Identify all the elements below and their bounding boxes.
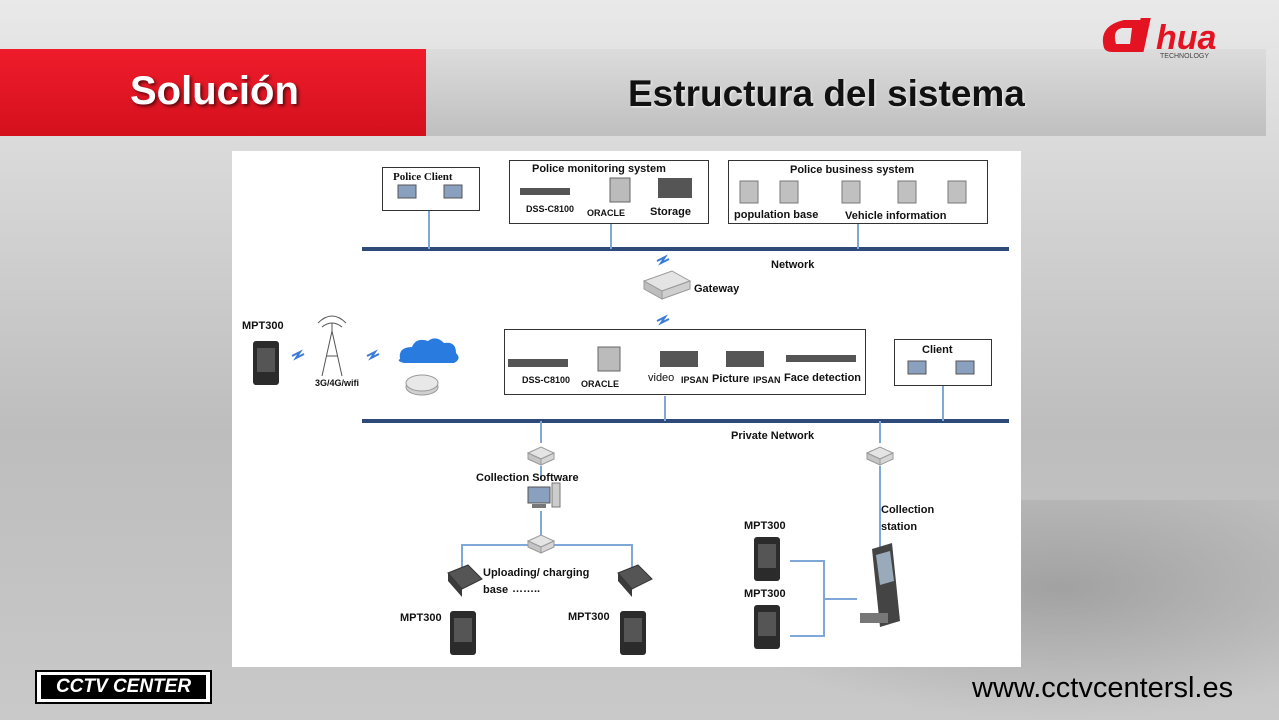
title-banner: Estructura del sistema bbox=[426, 49, 1266, 136]
client-label: Client bbox=[922, 344, 953, 356]
switch-icon-left bbox=[526, 446, 556, 466]
uploading-label-1: Uploading/ charging bbox=[483, 567, 590, 579]
mpt300-right-top-label: MPT300 bbox=[744, 520, 786, 532]
router-icon bbox=[405, 374, 439, 396]
mpt300-left-label: MPT300 bbox=[242, 320, 284, 332]
ipsan-1-label: IPSAN bbox=[681, 375, 709, 385]
svg-text:hua: hua bbox=[1156, 19, 1216, 57]
pc-icons-client bbox=[907, 360, 975, 375]
server-icons-monitoring bbox=[520, 177, 692, 203]
monitoring-label: Police monitoring system bbox=[532, 163, 666, 175]
charging-base-icon-right bbox=[617, 564, 653, 597]
kiosk-icon bbox=[860, 543, 900, 627]
charging-base-icon-left bbox=[447, 564, 483, 597]
gateway-label: Gateway bbox=[694, 283, 740, 295]
police-client-box bbox=[382, 167, 480, 211]
switch-icon-right bbox=[865, 446, 895, 466]
tower-label: 3G/4G/wifi bbox=[315, 378, 360, 388]
police-business-box bbox=[728, 160, 988, 224]
police-monitoring-box bbox=[509, 160, 709, 224]
collection-station-label-2: station bbox=[881, 521, 918, 533]
website-url: www.cctvcentersl.es bbox=[972, 672, 1234, 704]
uploading-label-2: base bbox=[483, 584, 509, 596]
private-network-label: Private Network bbox=[731, 430, 815, 442]
cctv-center-badge: CCTV CENTER bbox=[35, 670, 212, 704]
section-label: Solución bbox=[130, 69, 299, 113]
phone-icon-left bbox=[253, 341, 279, 385]
oracle-mid-label: ORACLE bbox=[581, 379, 619, 389]
picture-label: Picture bbox=[712, 373, 750, 385]
server-icons-private bbox=[508, 346, 856, 372]
diagram-lines bbox=[253, 177, 1009, 655]
logo-sub: TECHNOLOGY bbox=[1160, 53, 1209, 60]
collection-software-label: Collection Software bbox=[476, 472, 579, 484]
system-diagram: Police Client Police monitoring system D… bbox=[232, 151, 1021, 667]
collection-station-label-1: Collection bbox=[881, 504, 935, 516]
video-label: video bbox=[648, 372, 675, 384]
mpt300-bottom-left-label: MPT300 bbox=[400, 612, 442, 624]
gateway-switch-icon bbox=[642, 270, 692, 300]
phone-icon-b1 bbox=[450, 611, 476, 655]
face-detection-label: Face detection bbox=[784, 372, 862, 384]
dss-mid-label: DSS-C8100 bbox=[522, 375, 571, 385]
section-banner: Solución bbox=[0, 49, 426, 136]
mpt300-bottom-mid-label: MPT300 bbox=[568, 611, 610, 623]
population-label: population base bbox=[734, 209, 819, 221]
page-title: Estructura del sistema bbox=[628, 73, 1025, 114]
dots-label: …….. bbox=[512, 583, 541, 595]
cloud-icon bbox=[398, 338, 459, 363]
client-box bbox=[894, 339, 992, 386]
vehicle-label: Vehicle information bbox=[845, 210, 947, 222]
ipsan-2-label: IPSAN bbox=[753, 375, 781, 385]
tower-icon bbox=[317, 315, 347, 377]
storage-label: Storage bbox=[650, 206, 691, 218]
switch-icon-bottom bbox=[526, 534, 556, 554]
dss-top-label: DSS-C8100 bbox=[526, 204, 575, 214]
cctv-badge-text: CCTV CENTER bbox=[41, 675, 206, 699]
private-servers-box bbox=[504, 329, 866, 395]
police-client-label: Police Client bbox=[393, 171, 453, 183]
phone-icon-r1 bbox=[754, 537, 780, 581]
pc-icons-police-client bbox=[397, 184, 463, 199]
business-label: Police business system bbox=[790, 164, 915, 176]
mpt300-right-bottom-label: MPT300 bbox=[744, 588, 786, 600]
network-label: Network bbox=[771, 259, 815, 271]
dahua-logo: hua TECHNOLOGY bbox=[1102, 18, 1216, 60]
phone-icon-r2 bbox=[754, 605, 780, 649]
oracle-top-label: ORACLE bbox=[587, 208, 625, 218]
server-icons-business bbox=[739, 180, 967, 204]
phone-icon-b2 bbox=[620, 611, 646, 655]
collection-pc-icon bbox=[527, 482, 561, 508]
